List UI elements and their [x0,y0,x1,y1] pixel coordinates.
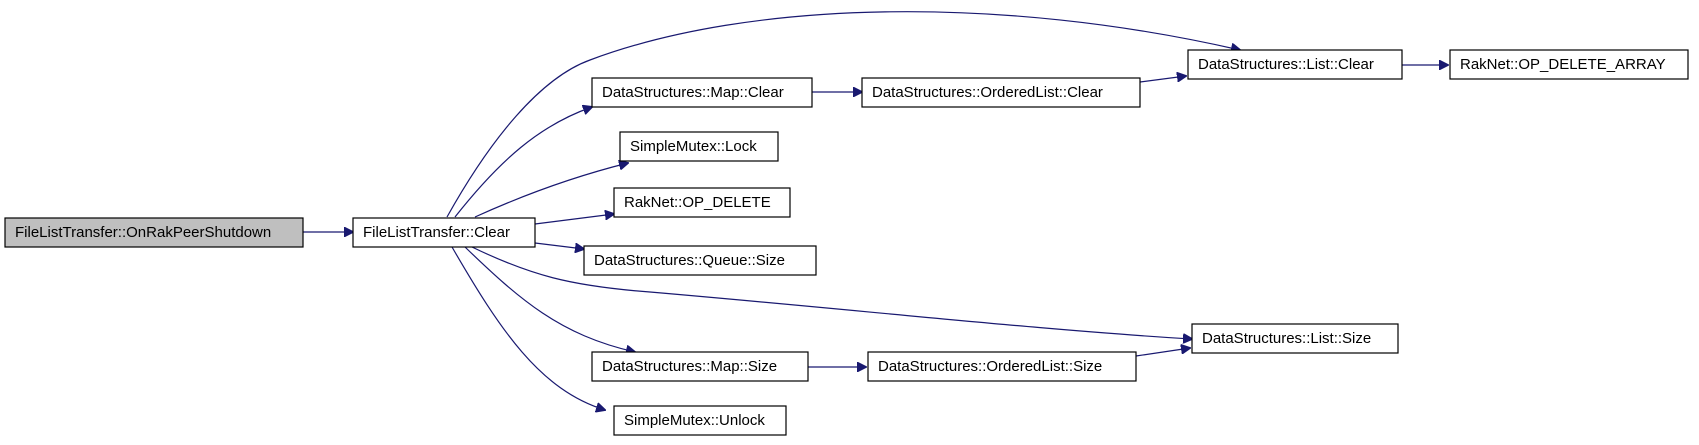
node-list-size[interactable]: DataStructures::List::Size [1191,323,1399,354]
edge-clear-to-map-size [464,246,635,352]
node-op-delete-array[interactable]: RakNet::OP_DELETE_ARRAY [1449,49,1689,80]
edge-clear-to-map-clear [454,107,592,218]
edge-clear-to-op-delete [534,214,614,225]
node-simple-mutex-lock[interactable]: SimpleMutex::Lock [619,131,779,162]
svg-text:DataStructures::Map::Size: DataStructures::Map::Size [602,358,777,375]
svg-text:DataStructures::List::Size: DataStructures::List::Size [1202,330,1371,347]
svg-text:FileListTransfer::Clear: FileListTransfer::Clear [363,224,510,241]
node-simple-mutex-unlock[interactable]: SimpleMutex::Unlock [613,405,787,436]
node-file-list-transfer-clear[interactable]: FileListTransfer::Clear [352,217,536,248]
svg-text:SimpleMutex::Unlock: SimpleMutex::Unlock [624,412,765,429]
edge-clear-to-list-clear [446,11,1240,218]
node-op-delete[interactable]: RakNet::OP_DELETE [613,187,791,218]
node-file-list-transfer-on-rak-peer-shutdown[interactable]: FileListTransfer::OnRakPeerShutdown [4,217,304,248]
node-map-size[interactable]: DataStructures::Map::Size [591,351,809,382]
svg-text:DataStructures::OrderedList::C: DataStructures::OrderedList::Clear [872,84,1103,101]
svg-text:RakNet::OP_DELETE_ARRAY: RakNet::OP_DELETE_ARRAY [1460,56,1666,73]
svg-text:DataStructures::Map::Clear: DataStructures::Map::Clear [602,84,784,101]
edge-clear-to-queue-size [534,242,584,249]
svg-text:DataStructures::OrderedList::S: DataStructures::OrderedList::Size [878,358,1102,375]
svg-text:DataStructures::Queue::Size: DataStructures::Queue::Size [594,252,785,269]
svg-text:RakNet::OP_DELETE: RakNet::OP_DELETE [624,194,771,211]
edge-clear-to-list-size [471,246,1192,339]
edge-ordered-list-clear-to-list-clear [1139,76,1186,83]
node-layer: FileListTransfer::OnRakPeerShutdown File… [4,49,1689,436]
edge-clear-to-mutex-unlock [451,246,605,410]
node-ordered-list-clear[interactable]: DataStructures::OrderedList::Clear [861,77,1141,108]
node-list-clear[interactable]: DataStructures::List::Clear [1187,49,1403,80]
svg-text:SimpleMutex::Lock: SimpleMutex::Lock [630,138,757,155]
edge-layer [303,11,1448,410]
edge-clear-to-mutex-lock [474,163,628,218]
node-ordered-list-size[interactable]: DataStructures::OrderedList::Size [867,351,1137,382]
edge-ordered-list-size-to-list-size [1135,348,1190,357]
node-queue-size[interactable]: DataStructures::Queue::Size [583,245,817,276]
svg-text:FileListTransfer::OnRakPeerShu: FileListTransfer::OnRakPeerShutdown [15,224,271,241]
svg-text:DataStructures::List::Clear: DataStructures::List::Clear [1198,56,1374,73]
node-map-clear[interactable]: DataStructures::Map::Clear [591,77,813,108]
